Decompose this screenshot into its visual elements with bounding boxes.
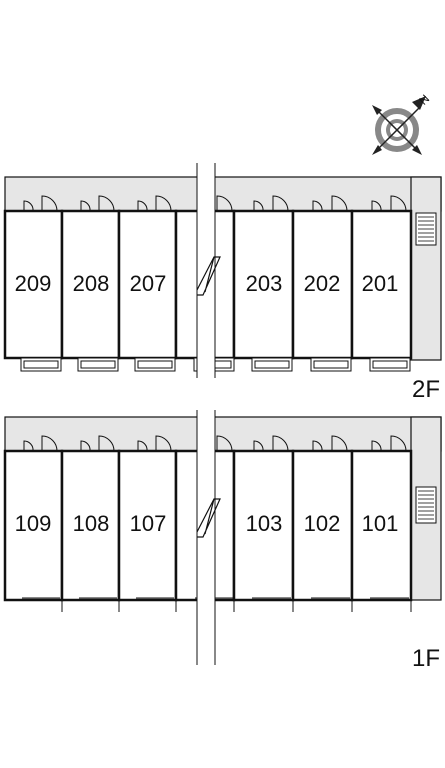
unit-number: 202 [304, 271, 341, 296]
unit-number: 107 [130, 511, 167, 536]
compass-north-arrow-icon: N [372, 92, 432, 155]
break-gap [197, 410, 215, 665]
unit-room [350, 449, 413, 602]
unit-number: 201 [362, 271, 399, 296]
floor-label: 2F [412, 376, 440, 403]
unit-number: 108 [73, 511, 110, 536]
unit-number: 208 [73, 271, 110, 296]
unit-room [291, 449, 354, 602]
corridor [410, 176, 442, 361]
unit-number: 207 [130, 271, 167, 296]
break-gap [197, 163, 215, 378]
floor-label: 1F [412, 645, 440, 672]
unit-number: 209 [15, 271, 52, 296]
door-swings [23, 435, 407, 452]
unit-number: 102 [304, 511, 341, 536]
unit-number: 109 [15, 511, 52, 536]
floor-1f-plan: 109 108 107 103 102 101 1F [3, 410, 442, 672]
balconies [20, 357, 411, 372]
unit-room [3, 449, 64, 602]
unit-number: 101 [362, 511, 399, 536]
floor-2f-plan: 209 208 207 203 202 201 2F [3, 163, 442, 403]
corridor [4, 416, 442, 452]
unit-room [350, 209, 413, 360]
staircase [415, 486, 437, 524]
break-line [196, 498, 221, 538]
unit-room [117, 209, 178, 360]
unit-number: 203 [246, 271, 283, 296]
unit-number: 103 [246, 511, 283, 536]
door-swings [23, 195, 407, 212]
corridor [4, 176, 442, 212]
unit-room [60, 209, 121, 360]
break-line [196, 256, 221, 296]
